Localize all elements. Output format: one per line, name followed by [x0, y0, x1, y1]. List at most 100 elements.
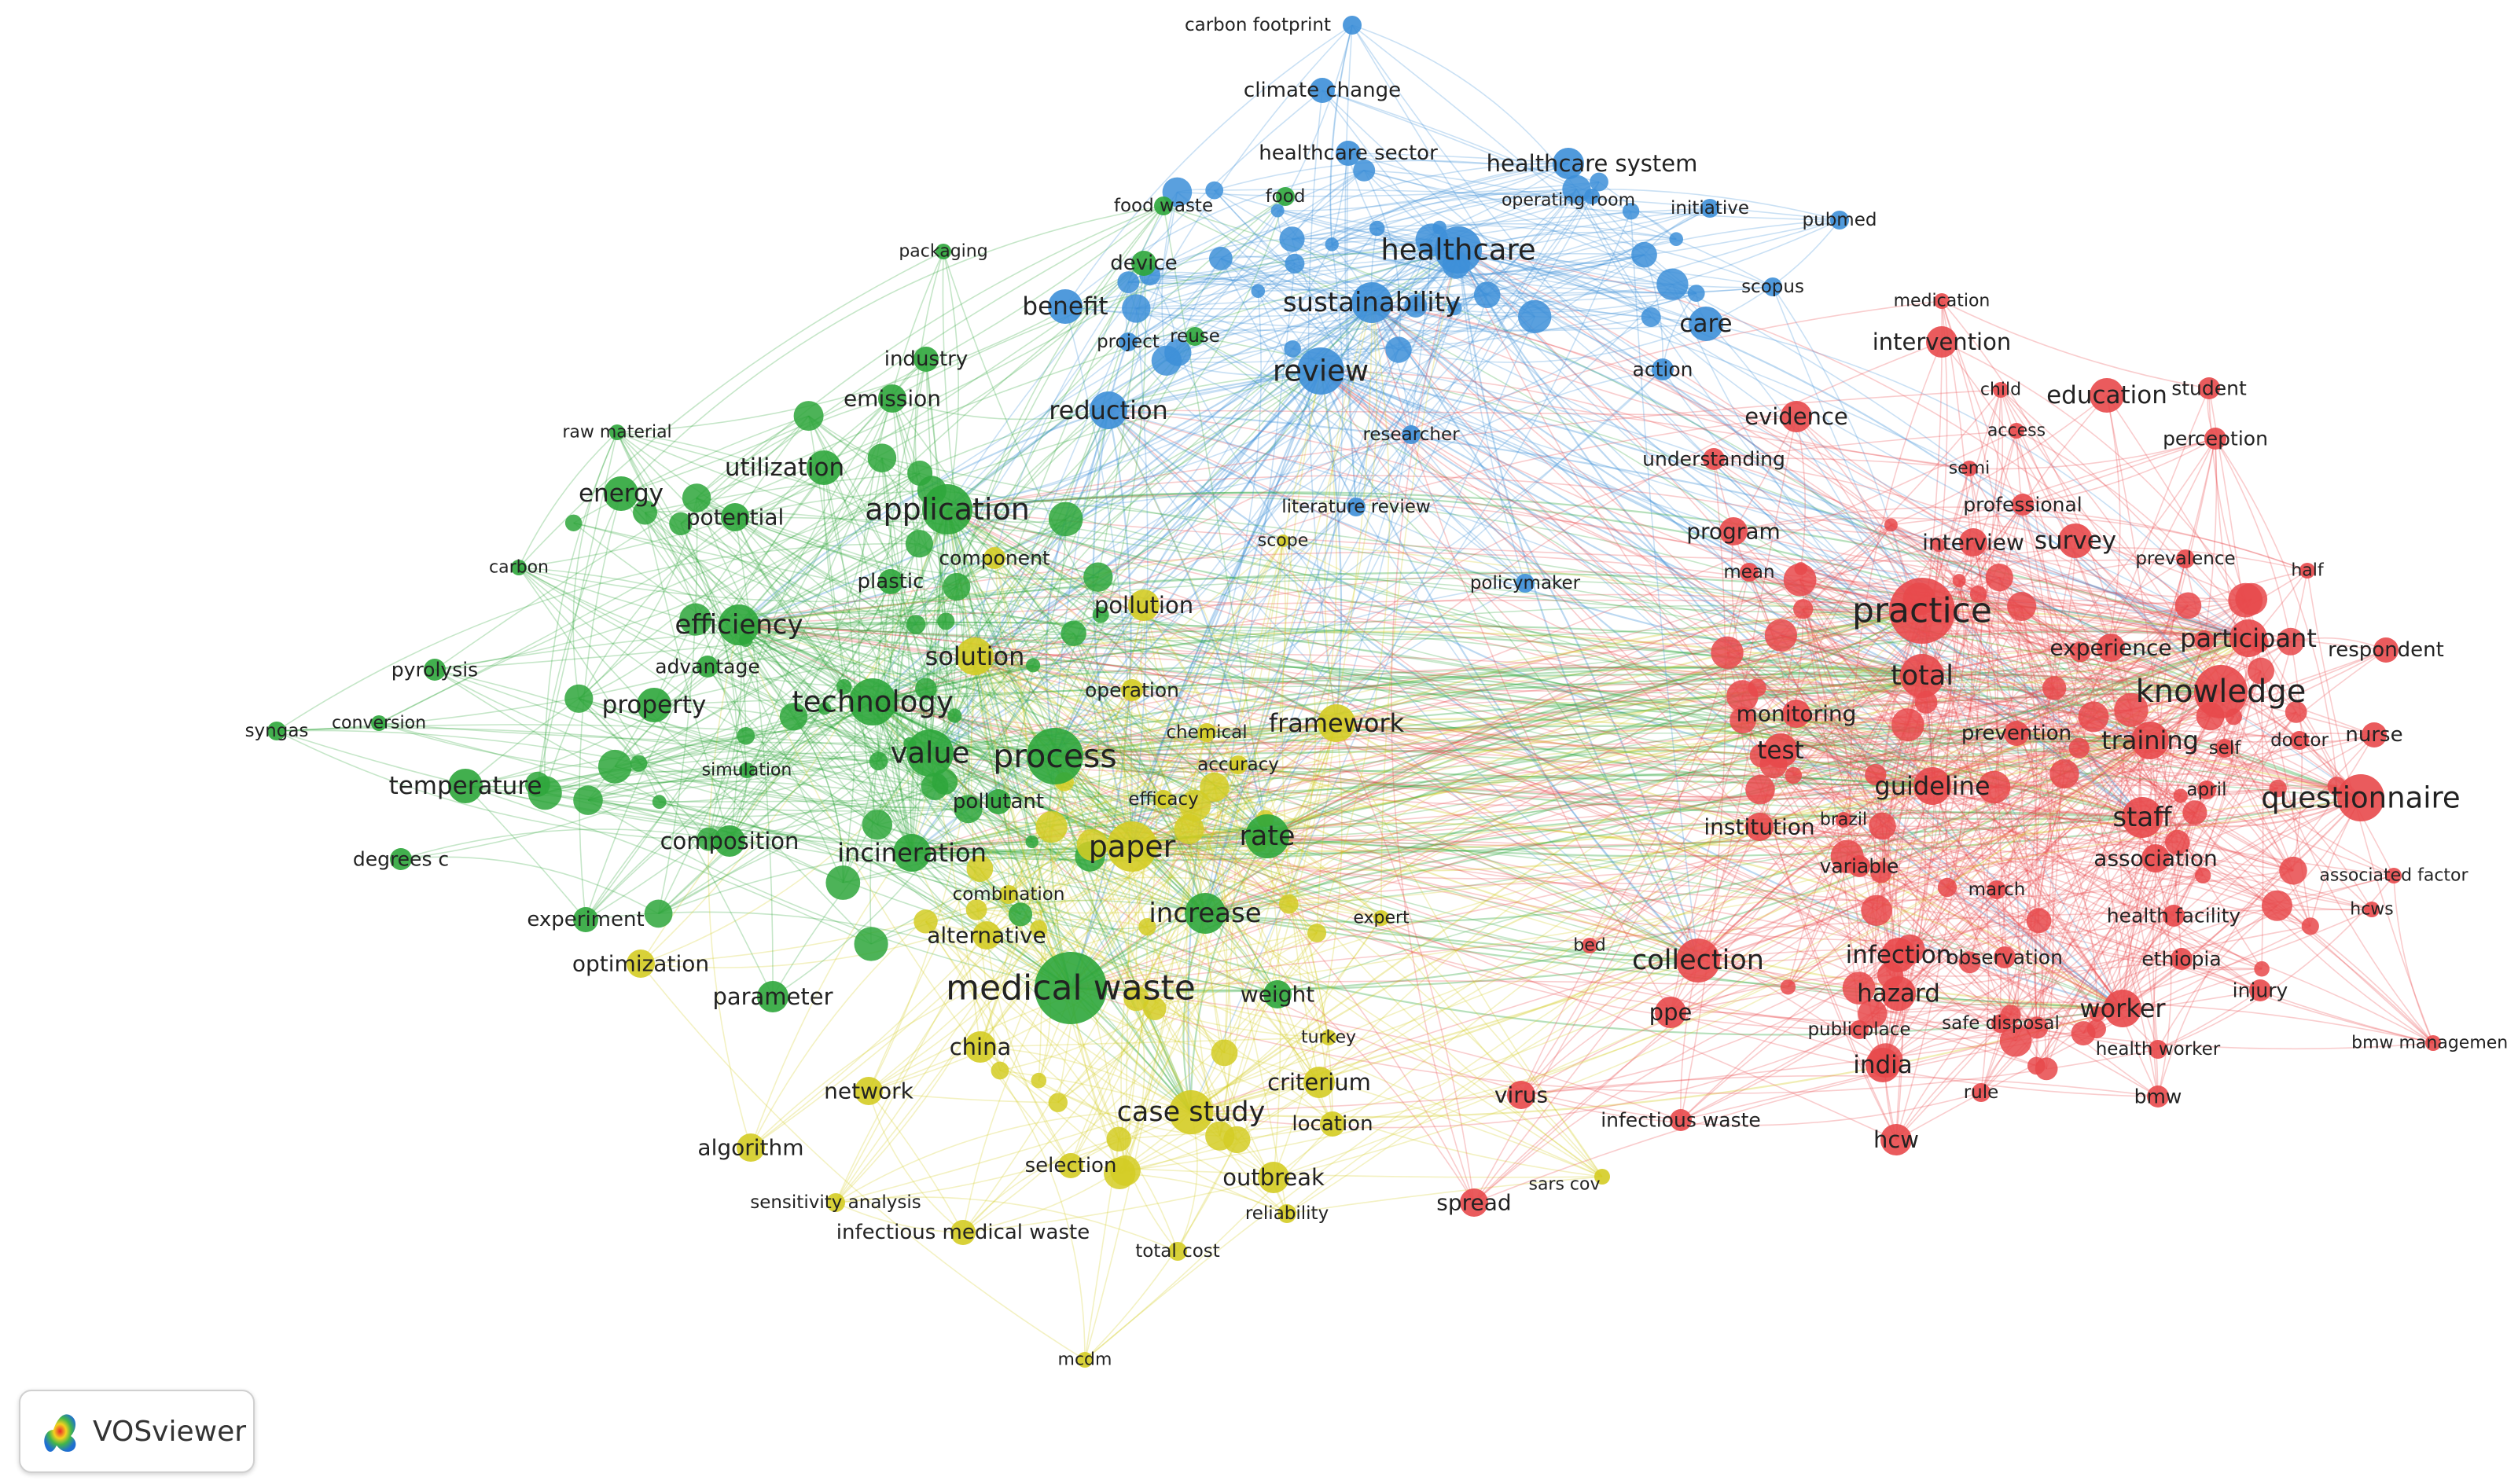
node-china[interactable]: [965, 1031, 996, 1063]
node-carbon[interactable]: [511, 560, 527, 575]
node-self[interactable]: [2215, 739, 2234, 758]
node-collection[interactable]: [1676, 939, 1720, 983]
node-observation[interactable]: [1994, 946, 2016, 968]
node-healthcare-system[interactable]: [1553, 148, 1584, 179]
node-program[interactable]: [1719, 517, 1748, 545]
node-case-study[interactable]: [1169, 1090, 1213, 1134]
node-outbreak[interactable]: [1258, 1162, 1289, 1193]
node-scopus[interactable]: [1763, 277, 1782, 296]
node-utilization[interactable]: [807, 450, 841, 485]
node-initiative[interactable]: [1700, 199, 1719, 218]
node-plastic[interactable]: [878, 569, 903, 594]
node-total[interactable]: [1900, 654, 1944, 698]
node-pollutant[interactable]: [986, 789, 1011, 814]
node-reduction[interactable]: [1090, 391, 1127, 429]
node-efficacy[interactable]: [1154, 790, 1173, 809]
node-value[interactable]: [906, 729, 954, 777]
node-device[interactable]: [1131, 251, 1156, 276]
node-reuse[interactable]: [1185, 327, 1204, 346]
node-training[interactable]: [2131, 722, 2169, 759]
node-semi[interactable]: [1961, 461, 1977, 476]
node-combination[interactable]: [999, 885, 1018, 904]
node-paper[interactable]: [1107, 821, 1157, 872]
node-knowledge[interactable]: [2194, 665, 2248, 718]
node-bmw-management[interactable]: [2425, 1035, 2441, 1051]
node-doctor[interactable]: [2290, 731, 2309, 750]
node-weight[interactable]: [1263, 980, 1292, 1008]
node-virus[interactable]: [1507, 1081, 1535, 1109]
node-medication[interactable]: [1934, 293, 1950, 309]
node-health-worker[interactable]: [2149, 1040, 2167, 1059]
node-emission[interactable]: [878, 384, 906, 413]
node-prevention[interactable]: [2004, 721, 2029, 746]
node-sensitivity-analysis[interactable]: [826, 1193, 845, 1212]
node-climate-change[interactable]: [1310, 78, 1335, 103]
node-industry[interactable]: [913, 347, 939, 372]
node-parameter[interactable]: [757, 981, 788, 1012]
node-bmw[interactable]: [2147, 1085, 2169, 1107]
node-monitoring[interactable]: [1782, 700, 1810, 728]
node-child[interactable]: [1993, 382, 2009, 398]
node-nurse[interactable]: [2362, 722, 2387, 748]
node-professional[interactable]: [2012, 494, 2034, 516]
node-turkey[interactable]: [1321, 1030, 1336, 1045]
node-medical-waste[interactable]: [1035, 952, 1107, 1024]
node-survey[interactable]: [2058, 523, 2093, 558]
node-hazard[interactable]: [1881, 976, 1916, 1011]
node-hcw[interactable]: [1880, 1124, 1912, 1155]
node-framework[interactable]: [1318, 704, 1355, 742]
node-hcws[interactable]: [2364, 902, 2380, 917]
node-questionnaire[interactable]: [2337, 774, 2384, 821]
node-raw-material[interactable]: [609, 424, 625, 440]
node-increase[interactable]: [1185, 893, 1226, 934]
node-infection[interactable]: [1881, 938, 1916, 972]
node-project[interactable]: [1119, 332, 1138, 351]
node-practice[interactable]: [1889, 578, 1955, 644]
node-ethiopia[interactable]: [2171, 948, 2193, 970]
node-expert[interactable]: [1373, 910, 1389, 926]
node-action[interactable]: [1652, 358, 1674, 380]
node-injury[interactable]: [2249, 979, 2271, 1001]
node-total-cost[interactable]: [1168, 1242, 1187, 1261]
node-operation[interactable]: [1121, 679, 1143, 701]
node-pollution[interactable]: [1128, 590, 1160, 621]
node-process[interactable]: [1027, 728, 1083, 784]
node-food-waste[interactable]: [1154, 197, 1173, 215]
node-worker[interactable]: [2104, 990, 2141, 1027]
node-mean[interactable]: [1740, 563, 1759, 582]
node-infectious-medical-waste[interactable]: [950, 1220, 976, 1245]
node-optimization[interactable]: [627, 950, 655, 978]
node-energy[interactable]: [604, 476, 638, 511]
node-packaging[interactable]: [936, 244, 951, 259]
vosviewer-badge[interactable]: VOSviewer: [19, 1390, 255, 1473]
node-participant[interactable]: [2229, 619, 2267, 657]
node-simulation[interactable]: [739, 762, 755, 778]
node-efficiency[interactable]: [719, 604, 759, 645]
node-infectious-waste[interactable]: [1670, 1109, 1692, 1131]
node-associated-factor[interactable]: [2386, 868, 2402, 883]
node-chemical[interactable]: [1197, 723, 1216, 742]
node-pubmed[interactable]: [1830, 211, 1849, 230]
node-review[interactable]: [1297, 347, 1344, 395]
node-reliability[interactable]: [1277, 1204, 1296, 1223]
node-literature-review[interactable]: [1347, 498, 1366, 516]
node-publicplace[interactable]: [1850, 1020, 1869, 1039]
node-conversion[interactable]: [371, 715, 387, 731]
node-respondent[interactable]: [2373, 637, 2399, 663]
node-brazil[interactable]: [1836, 812, 1851, 828]
node-accuracy[interactable]: [1229, 755, 1248, 774]
node-alternative[interactable]: [972, 921, 1001, 950]
node-ppe[interactable]: [1655, 997, 1686, 1028]
node-property[interactable]: [637, 688, 671, 722]
node-india[interactable]: [1866, 1048, 1900, 1082]
node-food[interactable]: [1276, 187, 1295, 206]
node-criterium[interactable]: [1303, 1067, 1335, 1098]
node-intervention[interactable]: [1926, 326, 1957, 358]
node-evidence[interactable]: [1781, 401, 1812, 432]
node-experiment[interactable]: [573, 907, 598, 932]
node-degrees-c[interactable]: [390, 848, 412, 870]
node-variable[interactable]: [1848, 855, 1870, 877]
node-april[interactable]: [2197, 781, 2216, 799]
node-temperature[interactable]: [448, 769, 483, 803]
